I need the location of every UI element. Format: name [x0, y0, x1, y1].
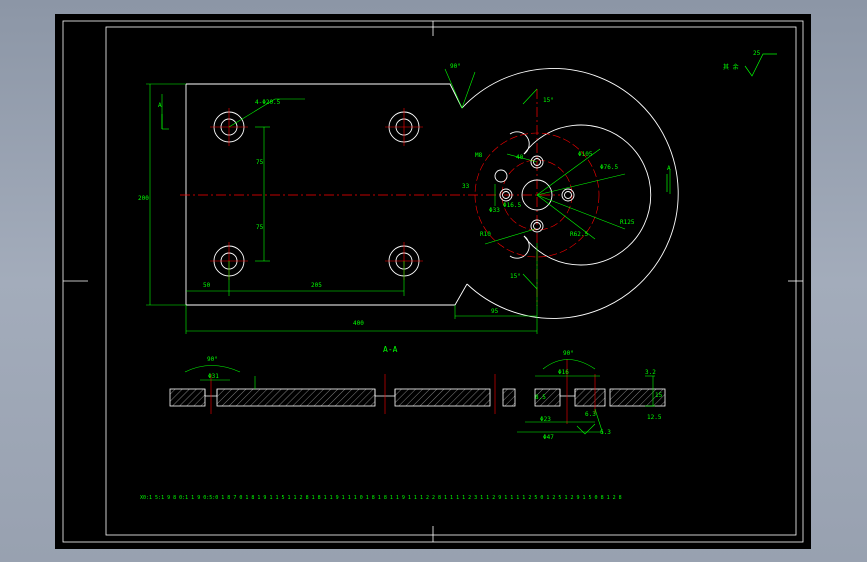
dim-d2: Φ76.5 [600, 164, 618, 171]
outer-frame [62, 20, 804, 543]
dim-75-a: 75 [256, 159, 264, 166]
dim-205: 205 [311, 282, 322, 289]
section-dim-s2: 6.3 [600, 429, 611, 436]
inner-frame [105, 26, 797, 536]
dim-400: 400 [353, 320, 364, 327]
dim-small: Φ16.5 [503, 202, 521, 209]
dim-phi33: Φ33 [489, 207, 500, 214]
section-dim-phi16: Φ16 [558, 369, 569, 376]
section-dim-phi47: Φ47 [543, 434, 554, 441]
section-dim-ra: 12.5 [647, 414, 662, 421]
surface-finish-symbol [744, 53, 777, 77]
angle-15-top: 15° [543, 97, 554, 104]
dim-m8: M8 [475, 152, 483, 159]
dim-d1: Φ105 [578, 151, 593, 158]
surface-finish-value: 25 [753, 50, 761, 57]
section-dim-s1: 6.3 [585, 411, 596, 418]
dim-r62: R62.5 [570, 231, 588, 238]
dim-height: 200 [138, 195, 149, 202]
section-view [169, 359, 666, 424]
dim-r125: R125 [620, 219, 635, 226]
cad-drawing: 4-Φ20.5 200 75 75 50 205 400 95 90° 15° … [62, 20, 804, 543]
section-dimensions [184, 359, 655, 435]
angle-90: 90° [450, 63, 461, 70]
section-dim-t: 15 [655, 392, 663, 399]
section-angle-right: 90° [563, 350, 574, 357]
dim-r10: R10 [480, 231, 491, 238]
dim-75-b: 75 [256, 224, 264, 231]
dim-33: 33 [462, 183, 470, 190]
mounting-hole-2 [385, 108, 423, 146]
section-marker-right-label: A [667, 165, 671, 172]
dim-50: 50 [203, 282, 211, 289]
surface-finish-note: 其 余 [723, 63, 739, 71]
section-label: A-A [383, 345, 398, 354]
dimension-lines [146, 68, 671, 334]
section-marker-left-label: A [158, 102, 162, 109]
dim-40: 40 [516, 154, 524, 161]
section-angle-left: 90° [207, 356, 218, 363]
hub-features [474, 124, 652, 266]
section-dim-t2: 3.2 [645, 369, 656, 376]
section-dim-left: Φ31 [208, 373, 219, 380]
angle-15-bottom: 15° [510, 273, 521, 280]
cad-viewport[interactable]: 4-Φ20.5 200 75 75 50 205 400 95 90° 15° … [55, 14, 811, 549]
technical-notes: X0:1 5:1 9 8 0:1 1 9 0:5:0 1 8 7 0 1 8 1… [140, 495, 622, 501]
hole-callout: 4-Φ20.5 [255, 99, 281, 106]
section-dim-r3: 8.5 [535, 394, 546, 401]
section-dim-phi23: Φ23 [540, 416, 551, 423]
dim-95: 95 [491, 308, 499, 315]
